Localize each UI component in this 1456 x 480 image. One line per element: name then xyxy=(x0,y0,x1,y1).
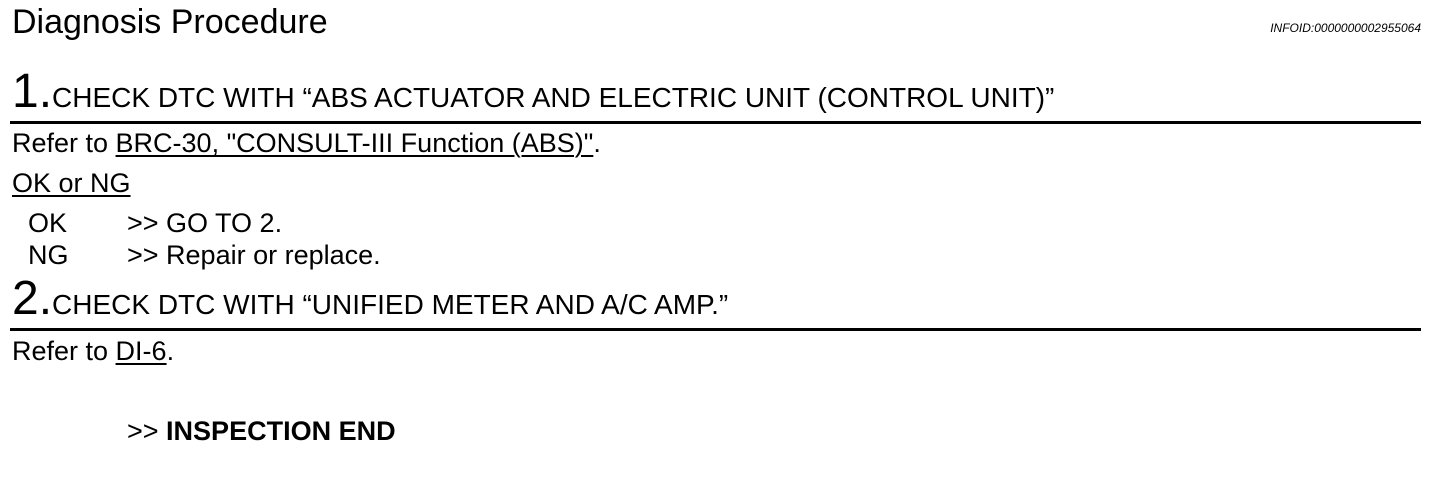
inspection-end-line: >> INSPECTION END xyxy=(127,415,396,447)
step-1-refer-prefix: Refer to xyxy=(12,128,116,158)
info-id: INFOID:0000000002955064 xyxy=(1270,21,1421,35)
step-1-number: 1. xyxy=(12,65,53,118)
step-2-refer-suffix: . xyxy=(166,336,175,366)
inspection-end-label: INSPECTION END xyxy=(166,416,396,446)
step-2-number: 2. xyxy=(12,272,53,325)
step-1-refer-line: Refer to BRC-30, "CONSULT-III Function (… xyxy=(12,127,601,159)
step-1-title: CHECK DTC WITH “ABS ACTUATOR AND ELECTRI… xyxy=(52,82,1055,113)
step-1-refer-suffix: . xyxy=(593,128,601,158)
step-2-heading: 2.CHECK DTC WITH “UNIFIED METER AND A/C … xyxy=(12,275,728,323)
page-title: Diagnosis Procedure xyxy=(12,3,328,41)
result-ng-key: NG xyxy=(28,240,69,270)
step-2-refer-link[interactable]: DI-6 xyxy=(115,336,167,366)
result-ok-key: OK xyxy=(28,208,68,238)
step-1-divider xyxy=(10,121,1421,124)
result-ng-action: >> Repair or replace. xyxy=(127,240,381,270)
ok-or-ng-label: OK or NG xyxy=(12,168,131,198)
step-1-refer-link[interactable]: BRC-30, "CONSULT-III Function (ABS)" xyxy=(115,128,594,158)
step-2-refer-line: Refer to DI-6. xyxy=(12,335,174,367)
step-2-divider xyxy=(10,328,1421,331)
step-1-result-label: OK or NG xyxy=(12,167,131,199)
result-ok-action: >> GO TO 2. xyxy=(127,208,283,238)
step-1-heading: 1.CHECK DTC WITH “ABS ACTUATOR AND ELECT… xyxy=(12,68,1054,116)
step-2-title: CHECK DTC WITH “UNIFIED METER AND A/C AM… xyxy=(52,289,729,320)
inspection-end-arrows: >> xyxy=(127,416,167,446)
step-2-refer-prefix: Refer to xyxy=(12,336,116,366)
